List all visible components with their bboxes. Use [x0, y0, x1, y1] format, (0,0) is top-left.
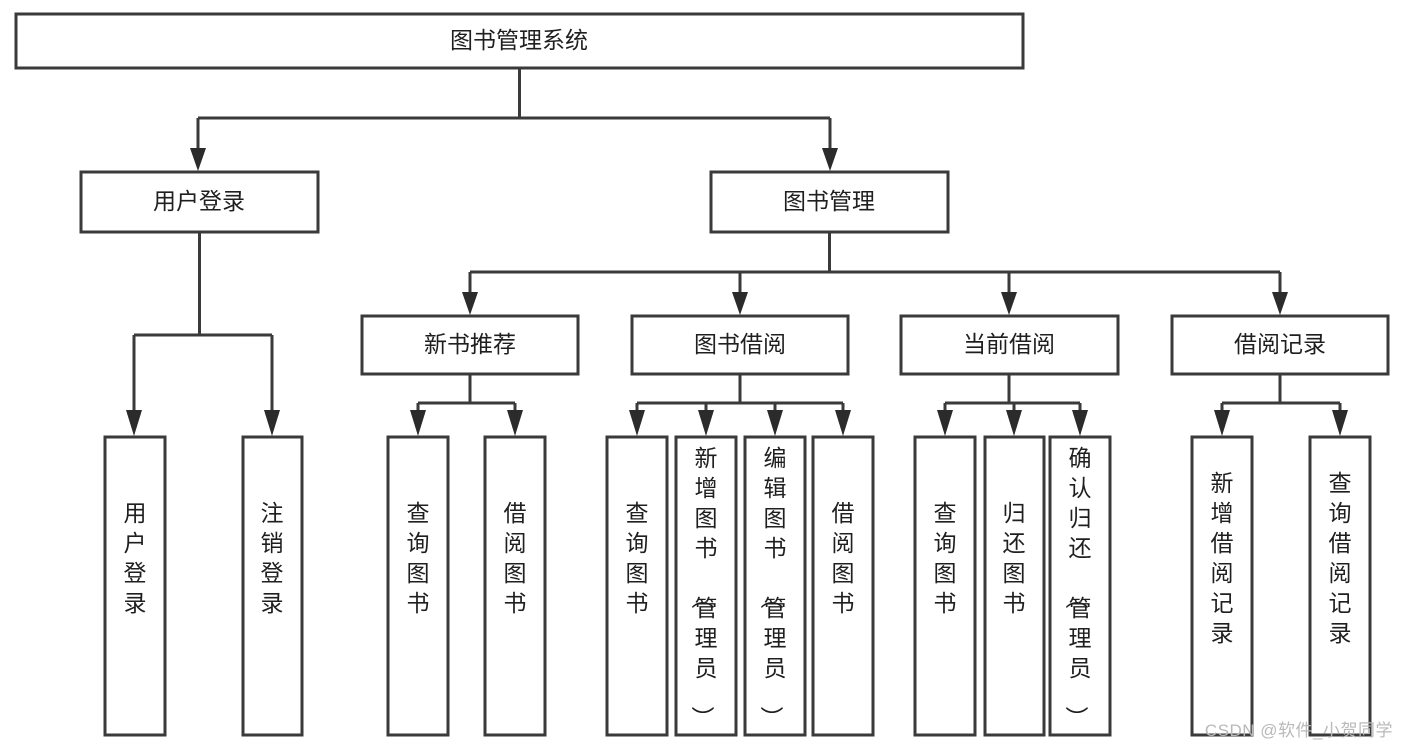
- node-leaf-confirm-return-label: 确认归还（管理员）: [1064, 445, 1092, 729]
- node-current-borrow-label: 当前借阅: [963, 331, 1055, 357]
- node-leaf-query-book-b[interactable]: 查询图书: [605, 435, 669, 737]
- node-borrow-record-label: 借阅记录: [1234, 331, 1326, 357]
- node-leaf-return-book[interactable]: 归还图书: [983, 435, 1046, 737]
- connector-layer: [126, 68, 1348, 436]
- node-leaf-add-record-label: 新增借阅记录: [1211, 470, 1234, 646]
- node-book-manage-label: 图书管理: [783, 188, 875, 214]
- node-book-borrow[interactable]: 图书借阅: [630, 314, 850, 376]
- node-leaf-borrow-book-b[interactable]: 借阅图书: [811, 435, 875, 737]
- node-leaf-add-book-label: 新增图书（管理员）: [690, 445, 718, 729]
- node-root-label: 图书管理系统: [450, 27, 588, 53]
- connector-borrowrecord-to-leaves: [1214, 374, 1348, 436]
- connector-userlogin-to-leaves: [126, 232, 280, 436]
- node-new-book-rec[interactable]: 新书推荐: [360, 314, 580, 376]
- node-leaf-borrow-book-b-label: 借阅图书: [832, 500, 855, 616]
- connector-root-to-level2: [190, 68, 838, 171]
- node-leaf-borrow-book-rec-label: 借阅图书: [504, 500, 527, 616]
- node-leaf-logout-label: 注销登录: [261, 500, 284, 616]
- node-leaf-add-record[interactable]: 新增借阅记录: [1190, 435, 1254, 737]
- node-leaf-logout[interactable]: 注销登录: [241, 435, 304, 737]
- connector-newbook-to-leaves: [410, 374, 523, 436]
- node-leaf-query-record-label: 查询借阅记录: [1329, 470, 1352, 646]
- node-root[interactable]: 图书管理系统: [14, 12, 1025, 70]
- node-user-login-label: 用户登录: [153, 188, 245, 214]
- node-leaf-query-book-rec-label: 查询图书: [407, 500, 430, 616]
- connector-currentborrow-to-leaves: [937, 374, 1088, 436]
- connector-bookborrow-to-leaves: [629, 374, 851, 436]
- node-book-borrow-label: 图书借阅: [694, 331, 786, 357]
- node-leaf-query-book-c-label: 查询图书: [934, 500, 957, 616]
- node-leaf-user-login-label: 用户登录: [124, 500, 147, 616]
- node-leaf-confirm-return[interactable]: 确认归还（管理员）: [1048, 435, 1112, 737]
- node-leaf-query-book-c[interactable]: 查询图书: [913, 435, 977, 737]
- node-leaf-query-record[interactable]: 查询借阅记录: [1308, 435, 1372, 737]
- node-current-borrow[interactable]: 当前借阅: [899, 314, 1120, 376]
- node-leaf-edit-book[interactable]: 编辑图书（管理员）: [743, 435, 807, 737]
- node-book-manage[interactable]: 图书管理: [709, 170, 950, 234]
- connector-bookmanage-to-level3: [462, 232, 1288, 315]
- node-user-login[interactable]: 用户登录: [79, 170, 320, 234]
- node-leaf-query-book-b-label: 查询图书: [626, 500, 649, 616]
- node-new-book-rec-label: 新书推荐: [424, 331, 516, 357]
- node-leaf-add-book[interactable]: 新增图书（管理员）: [674, 435, 738, 737]
- node-leaf-edit-book-label: 编辑图书（管理员）: [759, 445, 787, 729]
- node-borrow-record[interactable]: 借阅记录: [1170, 314, 1390, 376]
- node-layer: 图书管理系统 用户登录 图书管理 新书推荐 图书借阅 当前: [14, 12, 1390, 737]
- node-leaf-user-login[interactable]: 用户登录: [103, 435, 167, 737]
- node-leaf-return-book-label: 归还图书: [1003, 500, 1026, 616]
- node-leaf-query-book-rec[interactable]: 查询图书: [386, 435, 450, 737]
- node-leaf-borrow-book-rec[interactable]: 借阅图书: [483, 435, 547, 737]
